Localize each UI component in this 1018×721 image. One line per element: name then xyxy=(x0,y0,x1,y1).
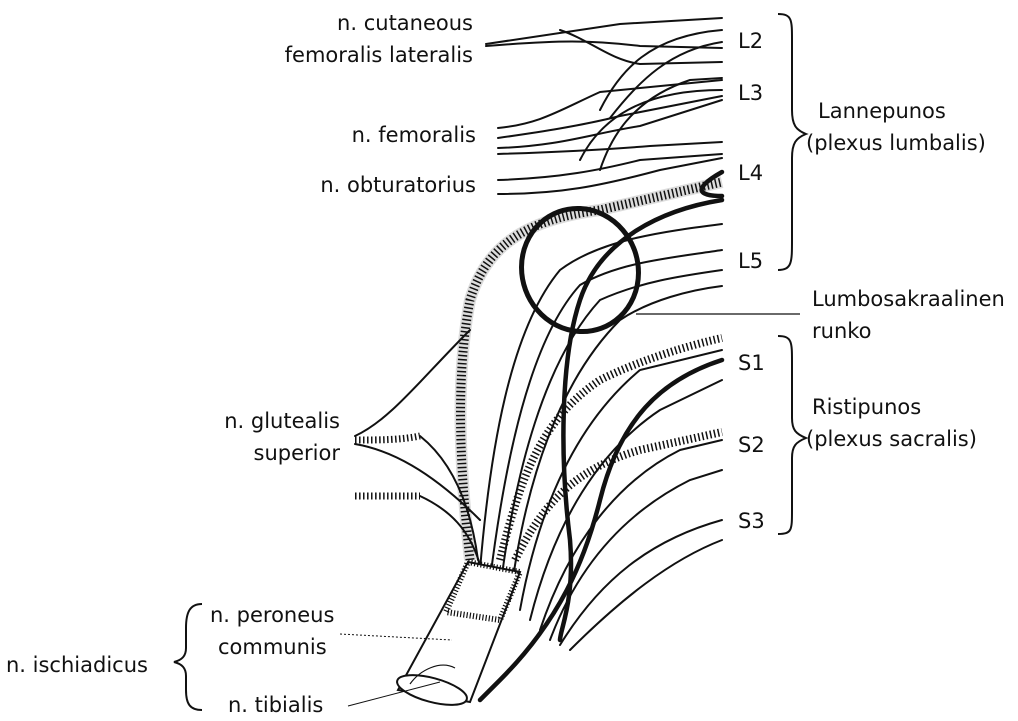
label-sacral-group-line1: Ristipunos xyxy=(812,395,921,419)
label-obturatorius: n. obturatorius xyxy=(320,173,476,197)
root-label-l3: L3 xyxy=(738,81,763,105)
label-tibialis: n. tibialis xyxy=(228,693,323,716)
label-peroneus-line2: communis xyxy=(218,635,327,659)
root-label-l2: L2 xyxy=(738,29,763,53)
label-femoralis: n. femoralis xyxy=(352,123,476,147)
root-label-l4: L4 xyxy=(738,161,763,185)
label-lumbosacral-line1: Lumbosakraalinen xyxy=(812,287,1005,311)
hatched-nerve-strands xyxy=(355,182,722,560)
nerve-illustration xyxy=(355,18,722,711)
root-label-s2: S2 xyxy=(738,433,765,457)
root-label-l5: L5 xyxy=(738,249,763,273)
ischiadicus-bracket xyxy=(174,604,202,710)
label-gluteal-line2: superior xyxy=(254,441,341,465)
nerve-labels: n. cutaneous femoralis lateralis n. femo… xyxy=(6,11,476,716)
label-lumbar-group-line2: (plexus lumbalis) xyxy=(806,131,986,155)
label-lumbar-group-line1: Lannepunos xyxy=(818,99,946,123)
label-cutaneous-line1: n. cutaneous xyxy=(337,11,473,35)
label-gluteal-line1: n. glutealis xyxy=(224,409,340,433)
bundle-fibers xyxy=(355,224,722,650)
lumbar-nerve-fibers xyxy=(486,18,722,194)
label-peroneus-line1: n. peroneus xyxy=(210,603,334,627)
label-ischiadicus: n. ischiadicus xyxy=(6,653,148,677)
group-labels: Lannepunos (plexus lumbalis) Lumbosakraa… xyxy=(806,99,1005,451)
root-labels: L2 L3 L4 L5 S1 S2 S3 xyxy=(738,29,765,533)
label-sacral-group-line2: (plexus sacralis) xyxy=(806,427,977,451)
root-label-s3: S3 xyxy=(738,509,765,533)
label-lumbosacral-line2: runko xyxy=(812,319,872,343)
label-cutaneous-line2: femoralis lateralis xyxy=(285,43,473,67)
root-label-s1: S1 xyxy=(738,351,765,375)
sacral-bracket xyxy=(778,336,806,534)
lumbar-bracket xyxy=(778,14,806,270)
